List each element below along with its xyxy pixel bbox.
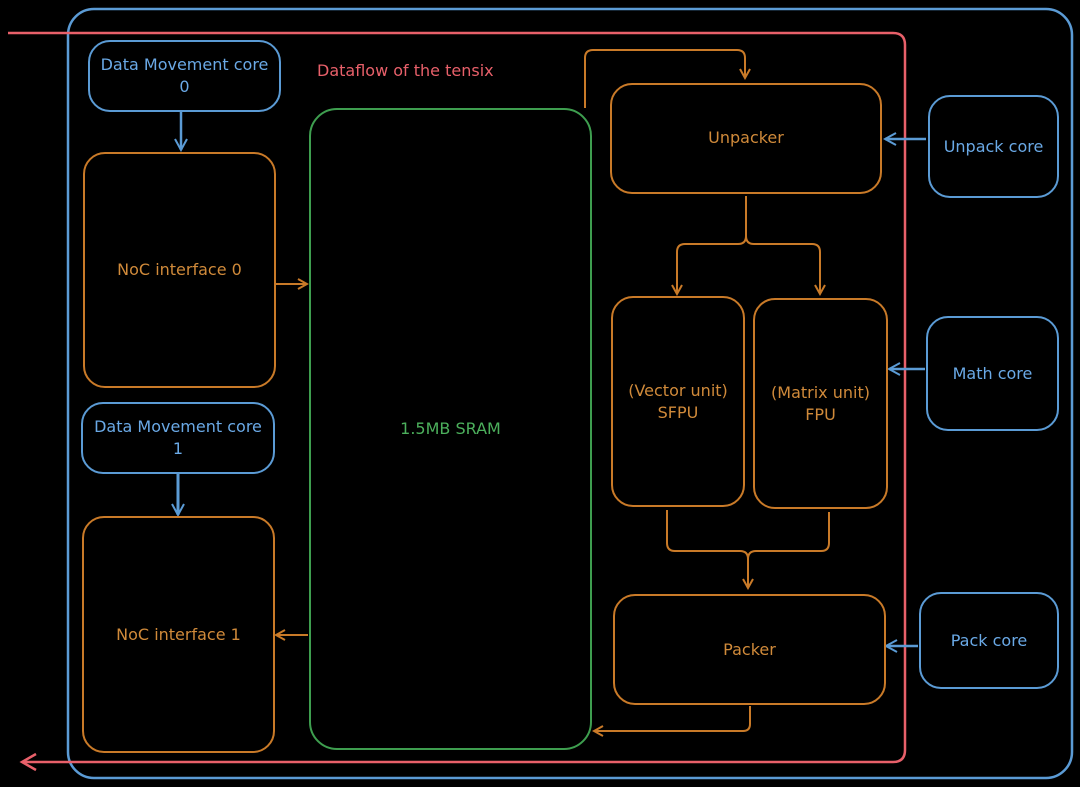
packer-label: Packer: [723, 639, 776, 659]
sfpu-block: (Vector unit) SFPU: [611, 296, 745, 507]
edge-packer-sram: [594, 706, 751, 731]
packer-block: Packer: [613, 594, 886, 705]
noc-interface-0-label: NoC interface 0: [117, 260, 242, 279]
tensix-boundary: [66, 7, 1074, 780]
diagram-title: Dataflow of the tensix: [317, 61, 494, 80]
unpack-core-label: Unpack core: [943, 136, 1044, 156]
noc-interface-0: NoC interface 0: [83, 152, 276, 388]
unpack-core: Unpack core: [928, 95, 1059, 198]
math-core: Math core: [926, 316, 1059, 431]
edge-sfpu-packer: [666, 510, 748, 588]
edge-unpacker-split: [677, 196, 747, 294]
data-movement-core-0-label: Data Movement core 0: [100, 55, 269, 96]
fpu-label-line1: (Matrix unit): [771, 382, 870, 402]
data-movement-core-1: Data Movement core 1: [81, 402, 275, 474]
sfpu-label-line2: SFPU: [657, 402, 699, 422]
edge-unpacker-fpu: [745, 235, 820, 294]
edge-sram-unpacker: [584, 49, 745, 108]
fpu-label-line2: FPU: [805, 404, 836, 424]
dataflow-arrow-head: [19, 752, 37, 772]
noc-interface-1: NoC interface 1: [82, 516, 275, 753]
unpacker-label: Unpacker: [708, 127, 784, 147]
math-core-label: Math core: [952, 363, 1033, 383]
dataflow-path: [8, 31, 907, 764]
data-movement-core-1-label: Data Movement core 1: [94, 417, 262, 458]
data-movement-core-0: Data Movement core 0: [88, 40, 281, 112]
edge-fpu-packer: [747, 512, 830, 560]
fpu-block: (Matrix unit) FPU: [753, 298, 888, 509]
unpacker-block: Unpacker: [610, 83, 882, 194]
pack-core-label: Pack core: [950, 630, 1028, 650]
sram-block: 1.5MB SRAM: [309, 108, 592, 750]
pack-core: Pack core: [919, 592, 1059, 689]
noc-interface-1-label: NoC interface 1: [116, 624, 241, 644]
sram-label: 1.5MB SRAM: [400, 419, 501, 438]
sfpu-label-line1: (Vector unit): [628, 380, 728, 400]
